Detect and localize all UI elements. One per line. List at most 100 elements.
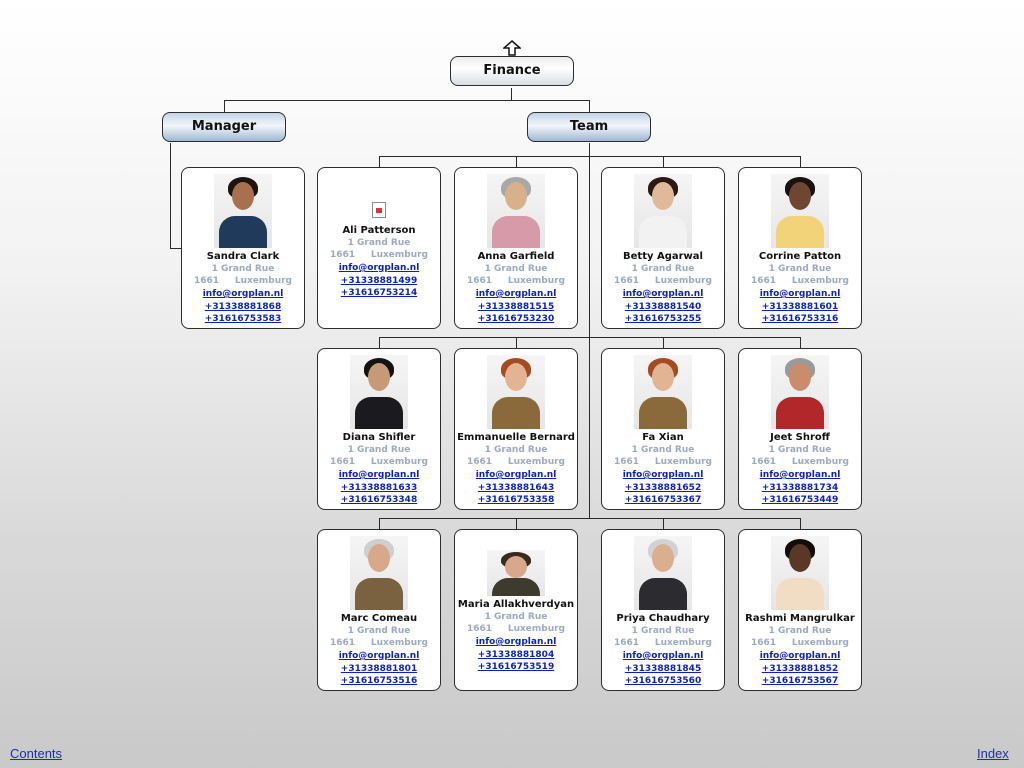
person-city-row: 1661 Luxemburg	[739, 456, 861, 469]
person-phone2-link[interactable]: +31616753560	[624, 676, 702, 686]
person-phone2-link[interactable]: +31616753214	[340, 288, 418, 298]
person-card-maria[interactable]: Maria Allakhverdyan 1 Grand Rue 1661 Lux…	[454, 529, 578, 691]
person-zip: 1661	[467, 457, 493, 467]
person-phone2-link[interactable]: +31616753583	[204, 314, 282, 324]
person-name: Emmanuelle Bernard	[457, 432, 575, 443]
person-card-sandra[interactable]: Sandra Clark 1 Grand Rue 1661 Luxemburg …	[181, 167, 305, 329]
person-phone1-link[interactable]: +31338881652	[624, 482, 702, 493]
person-city: Luxemburg	[234, 276, 292, 286]
dept-finance[interactable]: Finance	[450, 56, 574, 86]
person-zip: 1661	[614, 276, 640, 286]
person-email-link[interactable]: info@orgplan.nl	[202, 289, 284, 299]
person-zip: 1661	[614, 457, 640, 467]
person-phone1-link[interactable]: +31338881633	[340, 482, 418, 493]
person-phone2-link[interactable]: +31616753519	[477, 662, 555, 672]
contents-link[interactable]: Contents	[10, 746, 63, 761]
person-city: Luxemburg	[370, 457, 428, 467]
person-street: 1 Grand Rue	[768, 626, 832, 636]
person-phone1-link[interactable]: +31338881601	[761, 301, 839, 312]
person-card-diana[interactable]: Diana Shifler 1 Grand Rue 1661 Luxemburg…	[317, 348, 441, 510]
person-email-link[interactable]: info@orgplan.nl	[759, 289, 841, 299]
person-street: 1 Grand Rue	[768, 445, 832, 455]
person-phone2-link[interactable]: +31616753358	[477, 495, 555, 505]
person-street: 1 Grand Rue	[211, 264, 275, 274]
person-email-link[interactable]: info@orgplan.nl	[622, 470, 704, 480]
person-phone2-link[interactable]: +31616753230	[477, 314, 555, 324]
person-card-rashmi[interactable]: Rashmi Mangrulkar 1 Grand Rue 1661 Luxem…	[738, 529, 862, 691]
person-name: Maria Allakhverdyan	[457, 599, 575, 610]
person-phone2-link[interactable]: +31616753348	[340, 495, 418, 505]
person-phone1-link[interactable]: +31338881801	[340, 663, 418, 674]
person-photo	[771, 174, 829, 248]
connector-line	[589, 100, 590, 112]
person-phone1-link[interactable]: +31338881643	[477, 482, 555, 493]
up-arrow-icon[interactable]	[503, 40, 521, 56]
person-phone1-link[interactable]: +31338881804	[477, 649, 555, 660]
person-phone1-link[interactable]: +31338881734	[761, 482, 839, 493]
person-card-priya[interactable]: Priya Chaudhary 1 Grand Rue 1661 Luxembu…	[601, 529, 725, 691]
person-photo	[634, 536, 692, 610]
person-phone1-link[interactable]: +31338881515	[477, 301, 555, 312]
person-card-corrine[interactable]: Corrine Patton 1 Grand Rue 1661 Luxembur…	[738, 167, 862, 329]
person-phone2-link[interactable]: +31616753367	[624, 495, 702, 505]
person-email-link[interactable]: info@orgplan.nl	[338, 651, 420, 661]
person-card-marc[interactable]: Marc Comeau 1 Grand Rue 1661 Luxemburg i…	[317, 529, 441, 691]
person-email-link[interactable]: info@orgplan.nl	[759, 651, 841, 661]
person-city: Luxemburg	[791, 276, 849, 286]
index-link[interactable]: Index	[977, 746, 1009, 761]
person-city-row: 1661 Luxemburg	[602, 637, 724, 650]
person-email-link[interactable]: info@orgplan.nl	[475, 289, 557, 299]
person-email-link[interactable]: info@orgplan.nl	[475, 637, 557, 647]
person-city: Luxemburg	[791, 638, 849, 648]
person-card-ali[interactable]: Ali Patterson 1 Grand Rue 1661 Luxemburg…	[317, 167, 441, 329]
person-email-link[interactable]: info@orgplan.nl	[338, 470, 420, 480]
person-city: Luxemburg	[654, 638, 712, 648]
person-name: Anna Garfield	[477, 251, 555, 262]
person-card-anna[interactable]: Anna Garfield 1 Grand Rue 1661 Luxemburg…	[454, 167, 578, 329]
connector-line	[516, 518, 517, 530]
person-phone1-link[interactable]: +31338881852	[761, 663, 839, 674]
person-city: Luxemburg	[507, 276, 565, 286]
person-photo	[771, 536, 829, 610]
person-card-betty[interactable]: Betty Agarwal 1 Grand Rue 1661 Luxemburg…	[601, 167, 725, 329]
person-phone2-link[interactable]: +31616753255	[624, 314, 702, 324]
person-phone2-link[interactable]: +31616753449	[761, 495, 839, 505]
person-street: 1 Grand Rue	[631, 264, 695, 274]
person-email-link[interactable]: info@orgplan.nl	[475, 470, 557, 480]
dept-manager[interactable]: Manager	[162, 112, 286, 142]
person-email-link[interactable]: info@orgplan.nl	[338, 263, 420, 273]
person-name: Ali Patterson	[342, 225, 416, 236]
person-photo	[634, 355, 692, 429]
person-email-link[interactable]: info@orgplan.nl	[622, 289, 704, 299]
person-city: Luxemburg	[507, 457, 565, 467]
person-phone1-link[interactable]: +31338881845	[624, 663, 702, 674]
person-name: Fa Xian	[642, 432, 684, 443]
person-city: Luxemburg	[654, 276, 712, 286]
connector-line	[379, 337, 380, 349]
broken-image-icon	[372, 202, 386, 218]
person-phone1-link[interactable]: +31338881499	[340, 275, 418, 286]
connector-line	[224, 100, 225, 112]
person-street: 1 Grand Rue	[631, 445, 695, 455]
person-card-emmanuelle[interactable]: Emmanuelle Bernard 1 Grand Rue 1661 Luxe…	[454, 348, 578, 510]
connector-line	[663, 518, 664, 530]
person-phone1-link[interactable]: +31338881540	[624, 301, 702, 312]
person-name: Sandra Clark	[206, 251, 280, 262]
person-phone2-link[interactable]: +31616753516	[340, 676, 418, 686]
dept-team[interactable]: Team	[527, 112, 651, 142]
person-phone1-link[interactable]: +31338881868	[204, 301, 282, 312]
person-card-jeet[interactable]: Jeet Shroff 1 Grand Rue 1661 Luxemburg i…	[738, 348, 862, 510]
person-city-row: 1661 Luxemburg	[739, 275, 861, 288]
connector-line	[589, 143, 590, 518]
person-photo	[487, 355, 545, 429]
person-email-link[interactable]: info@orgplan.nl	[759, 470, 841, 480]
person-photo	[350, 536, 408, 610]
person-photo	[634, 174, 692, 248]
person-phone2-link[interactable]: +31616753567	[761, 676, 839, 686]
person-email-link[interactable]: info@orgplan.nl	[622, 651, 704, 661]
person-city-row: 1661 Luxemburg	[455, 456, 577, 469]
person-phone2-link[interactable]: +31616753316	[761, 314, 839, 324]
connector-line	[170, 143, 171, 248]
person-city-row: 1661 Luxemburg	[455, 623, 577, 636]
person-card-fa[interactable]: Fa Xian 1 Grand Rue 1661 Luxemburg info@…	[601, 348, 725, 510]
